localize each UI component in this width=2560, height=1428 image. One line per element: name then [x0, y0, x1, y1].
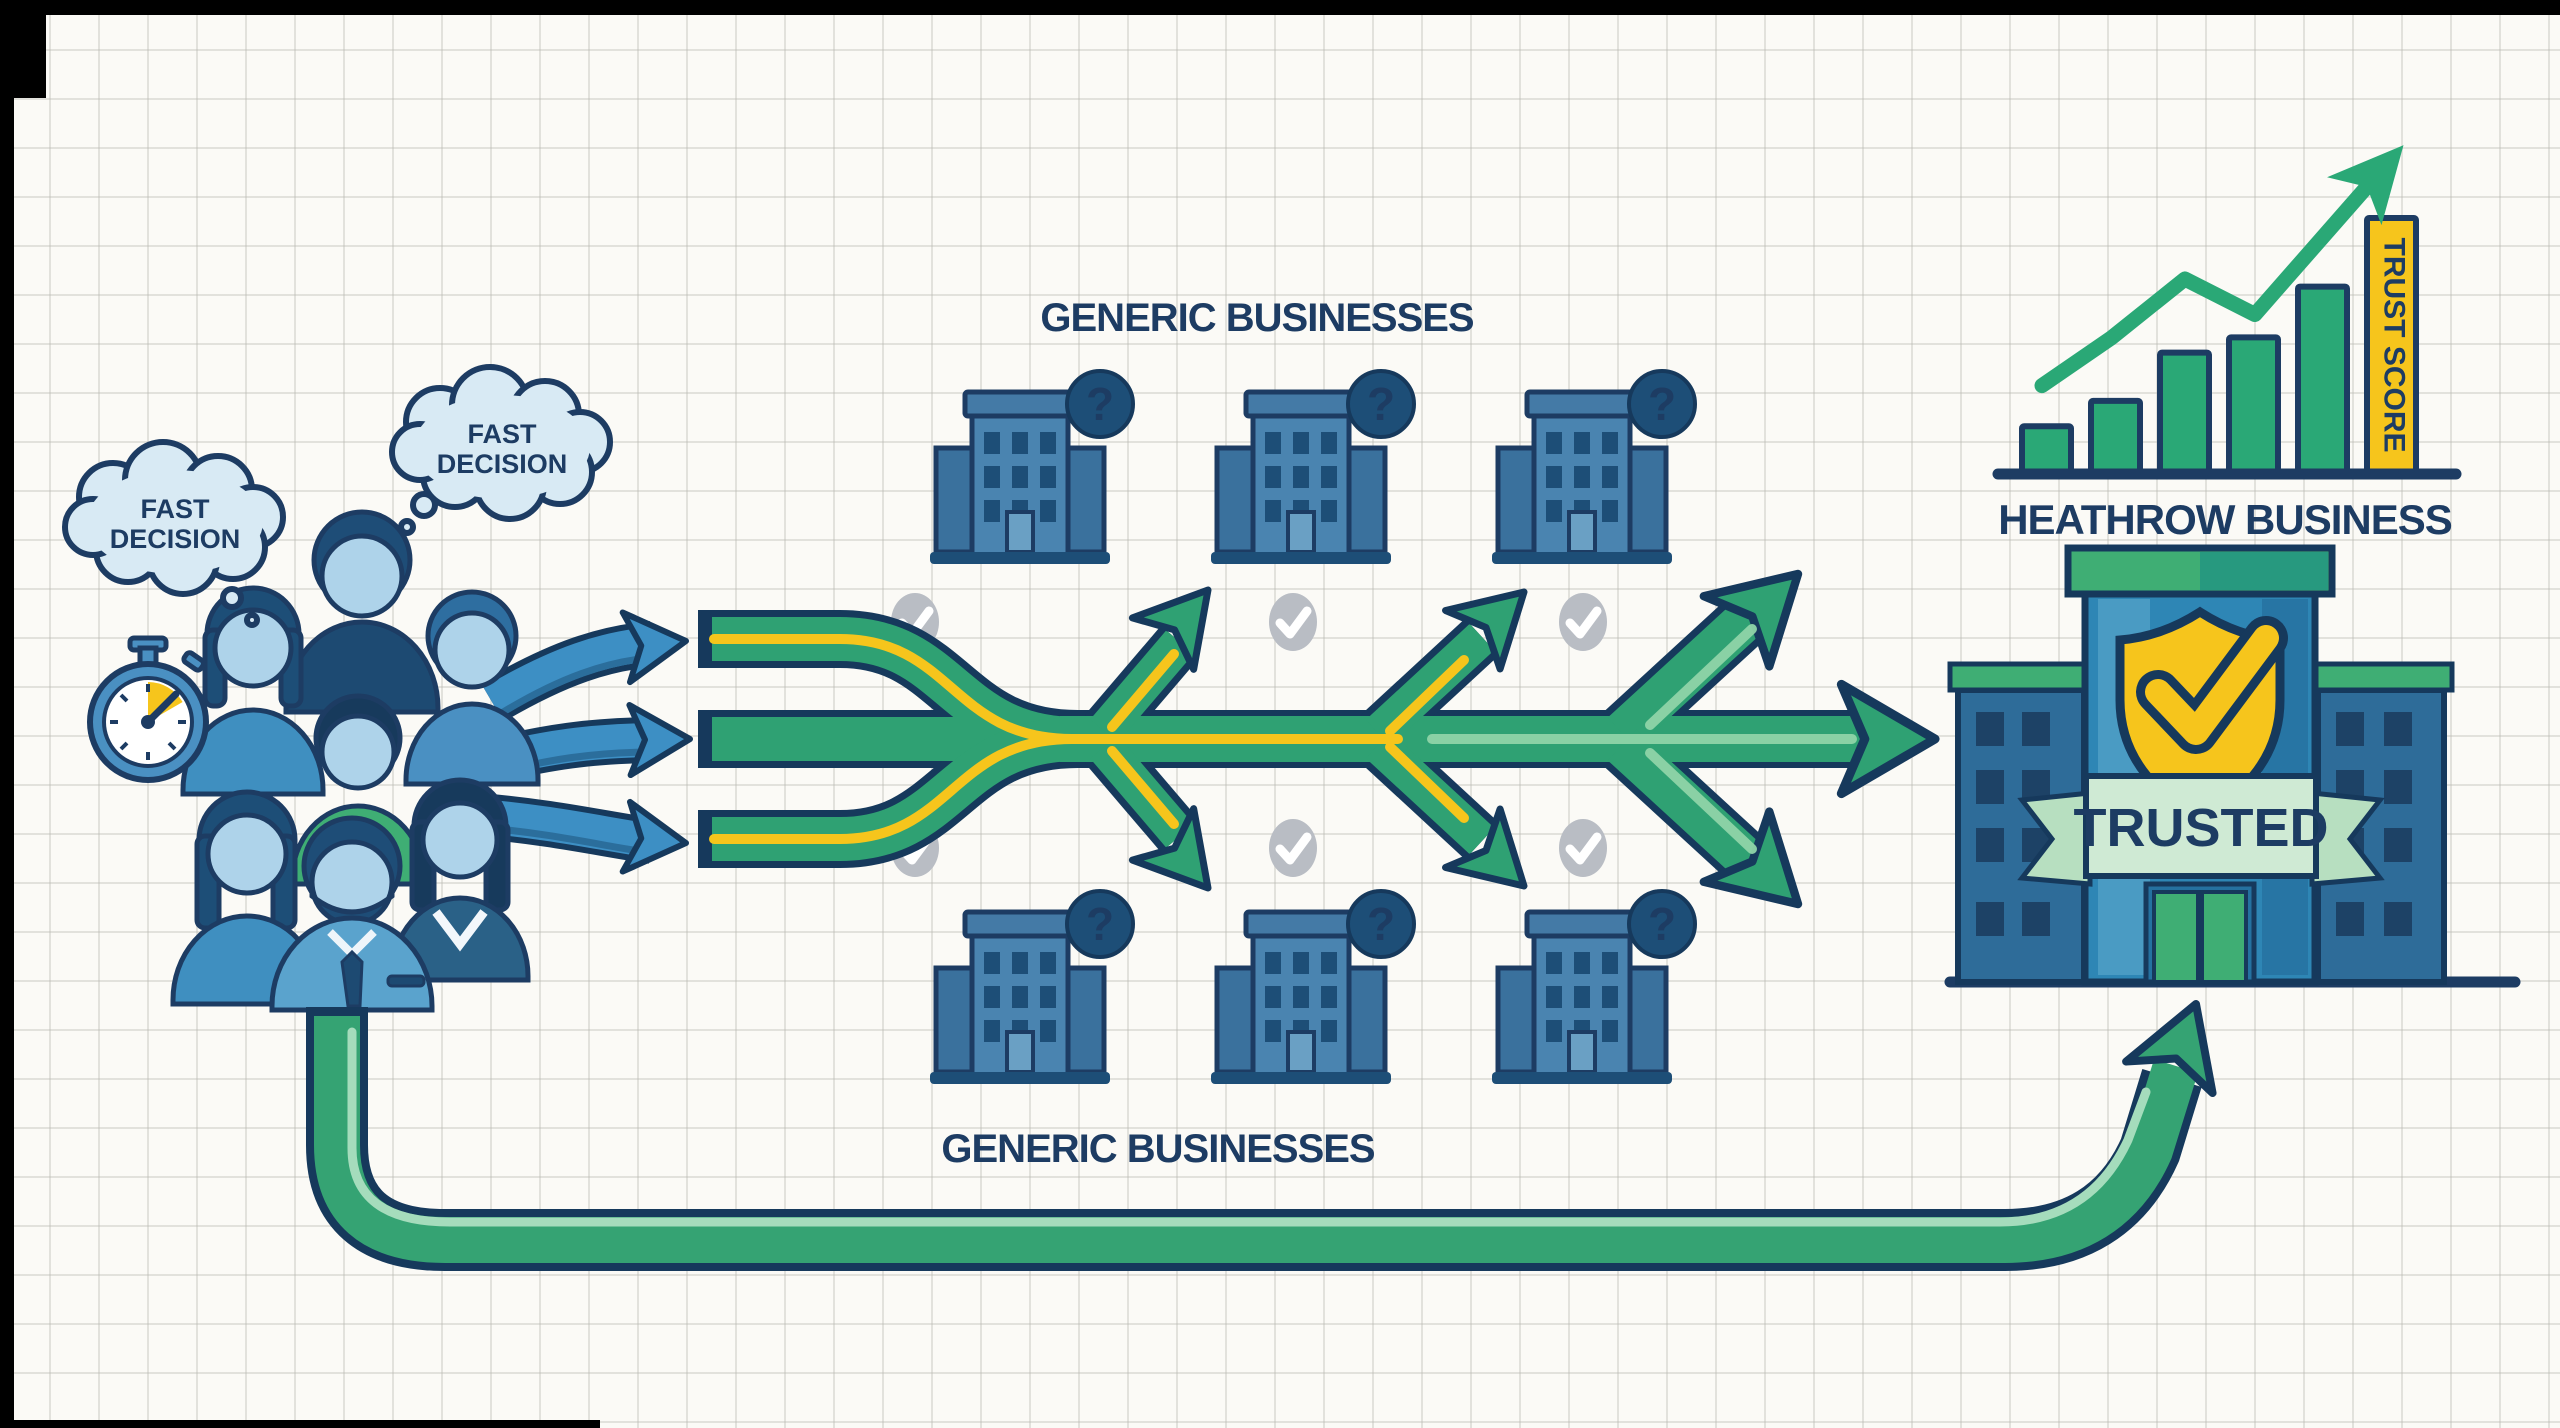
generic-businesses-top-label: GENERIC BUSINESSES — [1040, 296, 1474, 340]
arrow-head-icon — [1442, 805, 1528, 890]
person — [403, 589, 541, 787]
letterbox-bottom — [14, 1420, 600, 1428]
question-mark: ? — [1086, 378, 1114, 430]
question-mark: ? — [1086, 898, 1114, 950]
generic-building: ? — [1492, 889, 1697, 1084]
question-mark: ? — [1648, 898, 1676, 950]
thought-bubble-left: FAST DECISION — [62, 439, 286, 628]
question-badge: ? — [1065, 889, 1135, 959]
generic-building: ? — [1211, 369, 1416, 564]
generic-building: ? — [1492, 369, 1697, 564]
generic-building: ? — [930, 889, 1135, 1084]
person — [283, 509, 441, 715]
generic-buildings: ?????? — [930, 369, 1697, 1084]
door — [2152, 890, 2200, 984]
generic-building: ? — [1211, 889, 1416, 1084]
check-circle-icon — [1559, 819, 1607, 877]
question-badge: ? — [1346, 369, 1416, 439]
arrow-head-icon — [1836, 679, 1940, 799]
bubble-text: FAST — [140, 494, 210, 524]
check-circle-icon — [1269, 593, 1317, 651]
trusted-banner-label: TRUSTED — [2074, 798, 2329, 858]
letterbox-corner — [0, 0, 46, 98]
letterbox-top — [0, 0, 2560, 15]
arrow-head-icon — [2122, 1000, 2217, 1098]
generic-building: ? — [930, 369, 1135, 564]
bubble-text: DECISION — [110, 524, 241, 554]
arrow-head-icon — [1699, 569, 1803, 671]
question-mark: ? — [1367, 378, 1395, 430]
thought-bubble-right: FAST DECISION — [389, 364, 613, 536]
arrow-head-icon — [1442, 588, 1528, 673]
chart-bar — [2088, 397, 2143, 476]
chart-bar — [2226, 334, 2281, 475]
bottom-loop-arrow — [306, 1000, 2217, 1271]
check-circle-icon — [1269, 819, 1317, 877]
person — [269, 815, 435, 1013]
question-badge: ? — [1346, 889, 1416, 959]
door — [2200, 890, 2248, 984]
letterbox-left — [0, 0, 14, 1428]
arrow-head-icon — [1128, 586, 1212, 673]
arrow-head-icon — [619, 609, 689, 686]
arrow-head-icon — [1128, 805, 1212, 892]
chart-bar — [2295, 283, 2350, 475]
trust-score-chart: TRUST SCORE — [1992, 145, 2462, 480]
stopwatch-icon — [87, 635, 209, 783]
check-circle-icon — [1559, 593, 1607, 651]
question-mark: ? — [1367, 898, 1395, 950]
trend-arrow-head-icon — [2327, 145, 2404, 226]
arrow-head-icon — [1699, 807, 1803, 909]
question-badge: ? — [1065, 369, 1135, 439]
question-badge: ? — [1627, 889, 1697, 959]
trend-line — [2034, 145, 2404, 394]
bubble-text: FAST — [467, 419, 537, 449]
trusted-business-building: TRUSTED — [1944, 544, 2521, 988]
person — [389, 777, 531, 983]
question-badge: ? — [1627, 369, 1697, 439]
generic-businesses-bottom-label: GENERIC BUSINESSES — [941, 1127, 1375, 1171]
wing-windows — [1976, 712, 2412, 936]
chart-bar — [2157, 349, 2212, 475]
customer-group — [170, 509, 541, 1013]
chart-bar — [2019, 423, 2074, 475]
heathrow-business-label: HEATHROW BUSINESS — [1998, 496, 2452, 543]
bubble-text: DECISION — [437, 449, 568, 479]
trusted-banner: TRUSTED — [2017, 773, 2385, 887]
trust-score-label: TRUST SCORE — [2378, 237, 2411, 452]
arrow-head-icon — [619, 798, 689, 875]
question-mark: ? — [1648, 378, 1676, 430]
person — [180, 585, 326, 797]
arrow-head-icon — [626, 702, 693, 779]
green-flow-path — [698, 569, 1940, 909]
